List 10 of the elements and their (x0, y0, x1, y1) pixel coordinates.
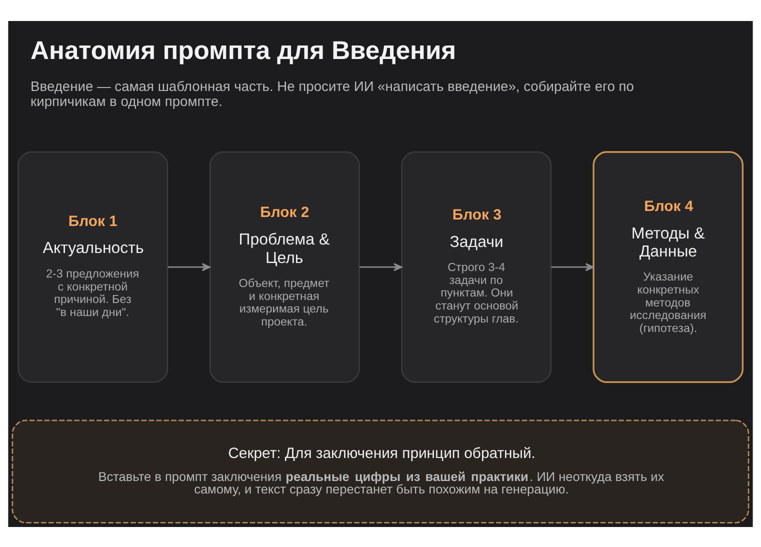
node-box: Блок 1 Актуальность 2-3 предложения с конкретной причиной. Без "в наши дни". (18, 150, 168, 382)
node-box: Секрет: Для заключения принцип обратный. Вставьте в промпт заключения реальные цифры из вашей практики. ИИ неоткуда взять их самому, и текст сразу перестанет быть похожим на генерацию. (12, 419, 750, 523)
node-box: Блок 3 Задачи Строго 3-4 задачи по пунктам. Они станут основой структуры глав. (401, 150, 552, 382)
node-box: Блок 4 Методы & Данные Указание конкретных методов исследования (гипотеза). (592, 150, 744, 382)
node-box: Блок 2 Проблема & Цель Объект, предмет и конкретная измеримая цель проекта. (209, 150, 360, 382)
arrow (360, 262, 402, 271)
arrow (168, 262, 210, 271)
diagram-title: Анатомия промпта для Введения (30, 36, 456, 65)
arrow (551, 262, 594, 271)
caption: Введение — самая шаблонная часть. Не просите ИИ «написать введение», собирайте его по кирпичикам в одном промпте. (30, 78, 634, 109)
